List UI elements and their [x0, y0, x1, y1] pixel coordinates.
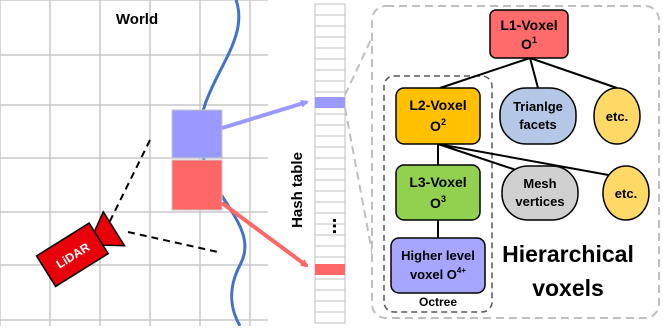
arrow-red	[220, 201, 309, 268]
hash-cell	[314, 80, 346, 93]
lidar-sensor: LiDAR	[35, 210, 126, 288]
node-l4-title: Higher level	[401, 248, 475, 263]
hash-table-label: Hash table	[289, 152, 306, 228]
triangle-facets-line2: facets	[519, 117, 557, 132]
hash-cell	[314, 3, 346, 16]
node-mesh-vertices: Mesh vertices	[501, 165, 579, 221]
hash-cell	[314, 58, 346, 71]
hash-cell	[314, 168, 346, 181]
node-l1-voxel: L1-Voxel O1	[489, 9, 569, 59]
hash-cell	[314, 245, 346, 258]
hash-cell	[314, 289, 346, 302]
octree-label: Octree	[419, 295, 457, 309]
hash-cell	[314, 146, 346, 159]
node-l2-symbol: O2	[430, 117, 446, 134]
hash-cell	[314, 25, 346, 38]
node-etc-lower: etc.	[602, 165, 650, 221]
node-l3-voxel: L3-Voxel O3	[395, 164, 481, 221]
hash-cell	[314, 234, 346, 247]
hash-cell	[314, 278, 346, 291]
node-l4-symbol: voxel O4+	[410, 266, 466, 282]
node-higher-level-voxel: Higher level voxel O4+	[390, 237, 486, 294]
octree-box	[383, 75, 493, 313]
node-l3-title: L3-Voxel	[409, 174, 466, 190]
world-title: World	[116, 11, 158, 28]
node-etc-upper: etc.	[593, 87, 641, 145]
hash-cell	[314, 201, 346, 214]
hash-cell	[314, 135, 346, 148]
hash-cell	[314, 47, 346, 60]
mesh-vertices-line1: Mesh	[523, 176, 556, 191]
hash-cell	[314, 113, 346, 126]
hash-cell	[314, 311, 346, 324]
world-voxel-blue	[171, 109, 223, 159]
hash-cell	[314, 14, 346, 27]
node-triangle-facets: Trianlge facets	[499, 87, 577, 145]
triangle-facets-line1: Trianlge	[513, 99, 563, 114]
caption-line1: Hierarchical	[502, 241, 634, 267]
caption-line2: voxels	[532, 275, 604, 301]
arrow-blue	[221, 99, 309, 130]
hash-cell	[314, 124, 346, 137]
hash-cell	[314, 300, 346, 313]
hash-table-ellipsis: ...	[319, 218, 341, 235]
zoom-guide-bottom	[344, 107, 383, 306]
node-l2-title: L2-Voxel	[409, 97, 466, 113]
hash-cell	[314, 179, 346, 192]
node-l1-title: L1-Voxel	[500, 17, 557, 33]
hash-table-cells	[314, 3, 346, 324]
etc-upper-label: etc.	[606, 109, 628, 124]
etc-lower-label: etc.	[615, 186, 637, 201]
hash-cell	[314, 69, 346, 82]
hash-cell-blue	[315, 97, 345, 108]
hash-cell	[314, 157, 346, 170]
world-voxel-red	[171, 159, 223, 211]
node-l3-symbol: O3	[430, 194, 446, 211]
lidar-ray-lower	[127, 231, 219, 253]
mesh-vertices-line2: vertices	[515, 194, 564, 209]
world-grid	[0, 0, 268, 326]
node-l2-voxel: L2-Voxel O2	[395, 87, 481, 145]
hash-cell-red	[315, 264, 345, 275]
hash-cell	[314, 36, 346, 49]
node-l1-symbol: O1	[521, 35, 537, 52]
lidar-ray-upper	[107, 139, 151, 226]
hash-cell	[314, 190, 346, 203]
